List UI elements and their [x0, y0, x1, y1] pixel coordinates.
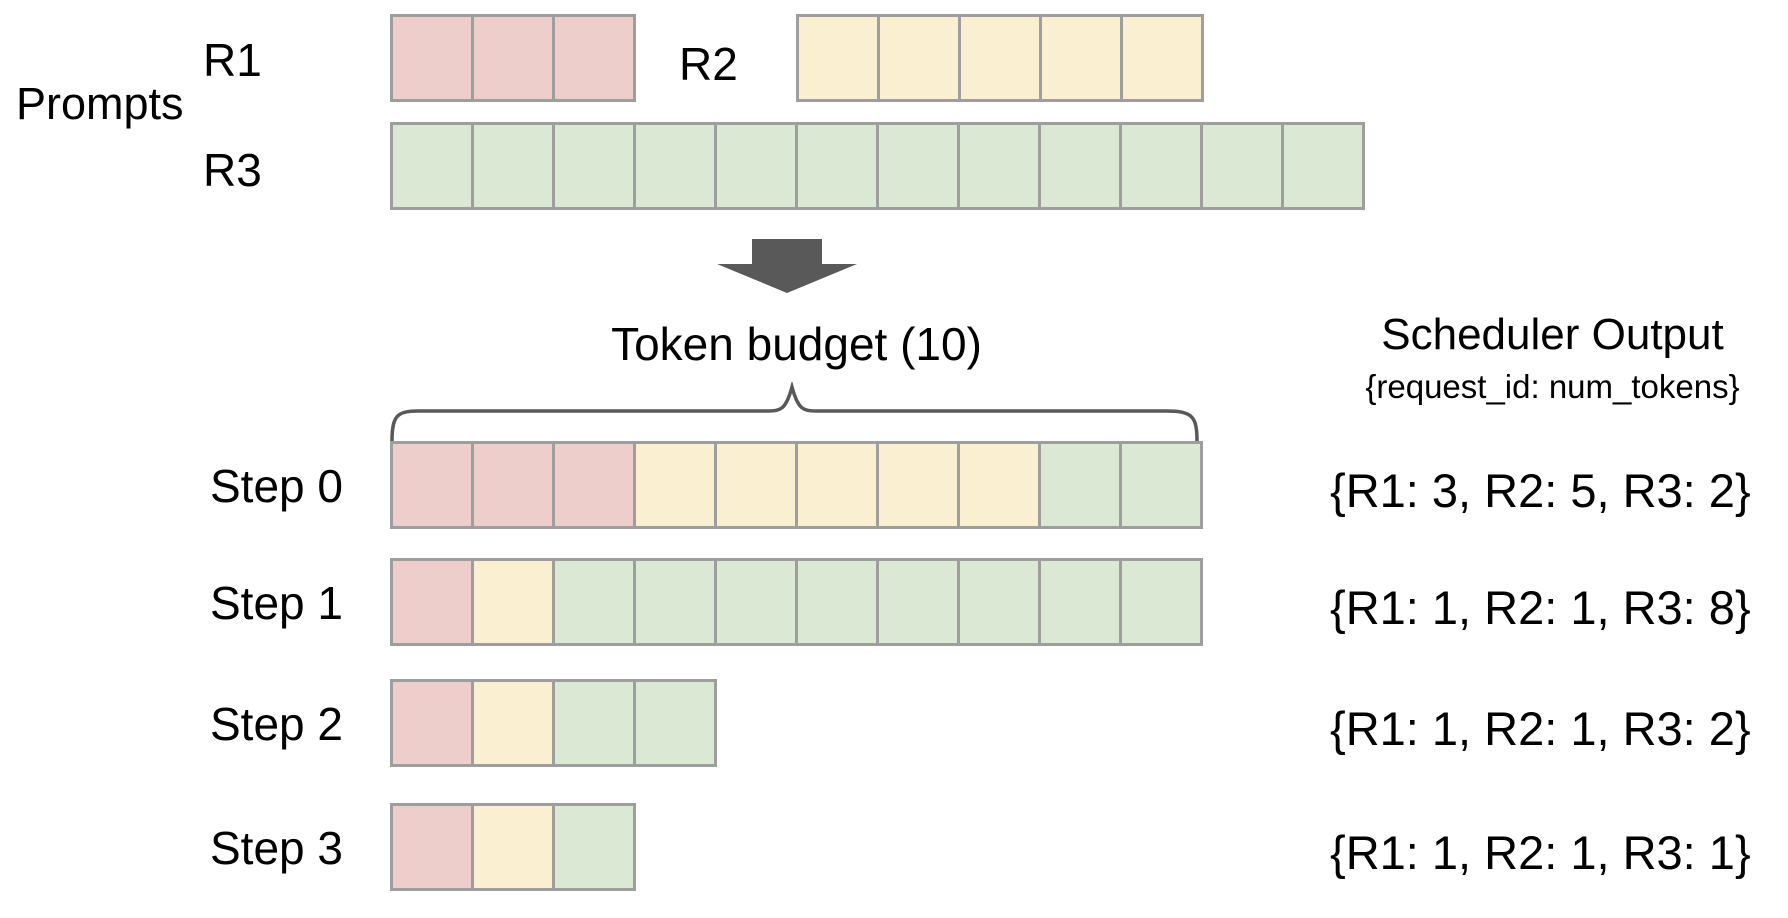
- token-cell-r3: [798, 561, 879, 643]
- step-label-2: Step 2: [210, 698, 343, 750]
- scheduler-output-title: Scheduler Output: [1381, 310, 1724, 359]
- step-row-0: [390, 441, 1203, 529]
- token-cell-r1: [393, 17, 474, 99]
- token-cell-r1: [393, 682, 474, 764]
- token-cell-r2: [474, 682, 555, 764]
- scheduler-output-line-1: {R1: 1, R2: 1, R3: 8}: [1330, 581, 1751, 634]
- prompt-row-r2: [796, 14, 1204, 102]
- request-label-r1: R1: [203, 34, 262, 86]
- token-cell-r2: [961, 17, 1042, 99]
- token-cell-r2: [879, 444, 960, 526]
- token-cell-r3: [1041, 125, 1122, 207]
- token-cell-r3: [960, 561, 1041, 643]
- request-label-r2: R2: [679, 38, 738, 90]
- token-cell-r3: [717, 125, 798, 207]
- token-cell-r3: [555, 806, 633, 888]
- token-cell-r3: [555, 682, 636, 764]
- token-cell-r3: [879, 561, 960, 643]
- token-cell-r2: [474, 806, 555, 888]
- token-cell-r3: [636, 682, 714, 764]
- token-cell-r2: [717, 444, 798, 526]
- token-cell-r3: [1122, 444, 1200, 526]
- token-cell-r1: [393, 561, 474, 643]
- token-cell-r3: [1041, 444, 1122, 526]
- prompt-row-r3: [390, 122, 1365, 210]
- token-cell-r3: [636, 125, 717, 207]
- token-cell-r3: [1041, 561, 1122, 643]
- token-cell-r1: [393, 806, 474, 888]
- token-cell-r3: [474, 125, 555, 207]
- scheduler-output-line-3: {R1: 1, R2: 1, R3: 1}: [1330, 826, 1751, 879]
- token-cell-r1: [393, 444, 474, 526]
- step-row-2: [390, 679, 717, 767]
- token-cell-r3: [555, 561, 636, 643]
- token-cell-r3: [960, 125, 1041, 207]
- token-cell-r3: [636, 561, 717, 643]
- token-cell-r3: [879, 125, 960, 207]
- step-label-1: Step 1: [210, 577, 343, 629]
- token-cell-r2: [798, 444, 879, 526]
- token-cell-r2: [474, 561, 555, 643]
- step-row-1: [390, 558, 1203, 646]
- token-cell-r2: [960, 444, 1041, 526]
- down-arrow-icon: [717, 239, 857, 293]
- token-cell-r2: [1123, 17, 1201, 99]
- step-row-3: [390, 803, 636, 891]
- token-budget-brace-icon: [390, 382, 1199, 443]
- token-cell-r1: [555, 444, 636, 526]
- scheduler-output-line-2: {R1: 1, R2: 1, R3: 2}: [1330, 702, 1751, 755]
- token-cell-r3: [798, 125, 879, 207]
- token-cell-r3: [717, 561, 798, 643]
- token-cell-r3: [1203, 125, 1284, 207]
- token-budget-label: Token budget (10): [611, 318, 982, 370]
- prompts-section-label: Prompts: [16, 78, 184, 129]
- token-cell-r2: [799, 17, 880, 99]
- step-label-3: Step 3: [210, 822, 343, 874]
- token-cell-r3: [393, 125, 474, 207]
- scheduler-output-subtitle: {request_id: num_tokens}: [1365, 368, 1740, 405]
- step-label-0: Step 0: [210, 460, 343, 512]
- token-cell-r1: [555, 17, 633, 99]
- token-cell-r2: [880, 17, 961, 99]
- token-cell-r3: [555, 125, 636, 207]
- token-cell-r3: [1122, 561, 1200, 643]
- request-label-r3: R3: [203, 144, 262, 196]
- token-cell-r3: [1284, 125, 1362, 207]
- token-cell-r3: [1122, 125, 1203, 207]
- token-cell-r2: [636, 444, 717, 526]
- scheduler-output-line-0: {R1: 3, R2: 5, R3: 2}: [1330, 464, 1751, 517]
- token-cell-r1: [474, 17, 555, 99]
- token-cell-r1: [474, 444, 555, 526]
- token-cell-r2: [1042, 17, 1123, 99]
- prompt-row-r1: [390, 14, 636, 102]
